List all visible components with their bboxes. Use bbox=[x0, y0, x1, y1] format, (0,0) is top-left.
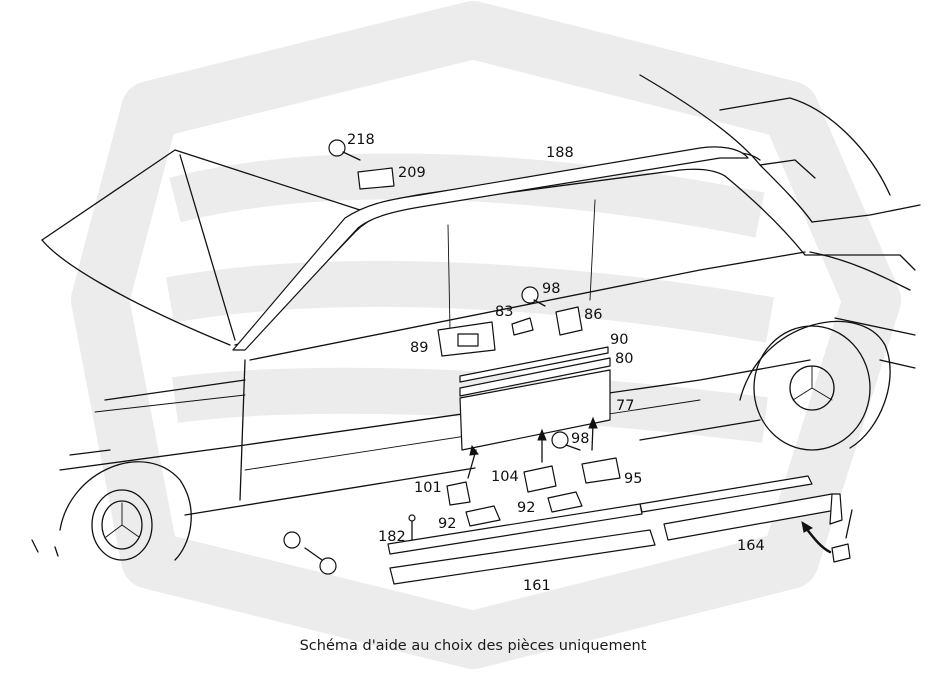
part-209-clip bbox=[357, 167, 395, 190]
label-89: 89 bbox=[410, 340, 428, 356]
label-104: 104 bbox=[491, 469, 519, 485]
part-98-screw-bottom bbox=[551, 431, 581, 451]
rear-wheel bbox=[739, 320, 891, 451]
label-161: 161 bbox=[523, 578, 551, 594]
part-101-clip bbox=[446, 481, 471, 506]
part-fasteners-left bbox=[283, 531, 337, 575]
label-164: 164 bbox=[737, 538, 765, 554]
label-98-top: 98 bbox=[542, 281, 560, 297]
label-77: 77 bbox=[616, 398, 634, 414]
part-90-strip bbox=[459, 346, 609, 383]
label-182: 182 bbox=[378, 529, 406, 545]
part-218-screw bbox=[328, 139, 361, 161]
part-161-front-sill-molding bbox=[387, 503, 656, 585]
label-80: 80 bbox=[615, 351, 633, 367]
part-end-cap bbox=[829, 493, 853, 563]
front-wheel bbox=[59, 461, 192, 561]
part-80-strip bbox=[459, 357, 611, 397]
label-90: 90 bbox=[610, 332, 628, 348]
part-89-handle-bracket bbox=[437, 321, 496, 357]
label-86: 86 bbox=[584, 307, 602, 323]
part-labels: 218 209 188 98 83 86 89 90 80 77 98 104 … bbox=[347, 132, 765, 594]
diagram-caption: Schéma d'aide au choix des pièces unique… bbox=[299, 638, 647, 654]
assembly-arrows bbox=[467, 416, 832, 554]
label-92-right: 92 bbox=[517, 500, 535, 516]
label-101: 101 bbox=[414, 480, 442, 496]
part-98-screw-top bbox=[521, 286, 546, 307]
part-188-roof-molding bbox=[232, 146, 749, 351]
part-95-clip bbox=[581, 457, 621, 484]
label-83: 83 bbox=[495, 304, 513, 320]
part-86-clip bbox=[555, 306, 583, 336]
label-92-left: 92 bbox=[438, 516, 456, 532]
part-83-clip bbox=[511, 317, 534, 336]
part-92-clips bbox=[465, 491, 583, 527]
label-95: 95 bbox=[624, 471, 642, 487]
label-218: 218 bbox=[347, 132, 375, 148]
label-209: 209 bbox=[398, 165, 426, 181]
part-77-door-molding bbox=[459, 369, 611, 451]
label-98-bottom: 98 bbox=[571, 431, 589, 447]
label-188: 188 bbox=[546, 145, 574, 161]
part-104-clip bbox=[523, 465, 557, 493]
